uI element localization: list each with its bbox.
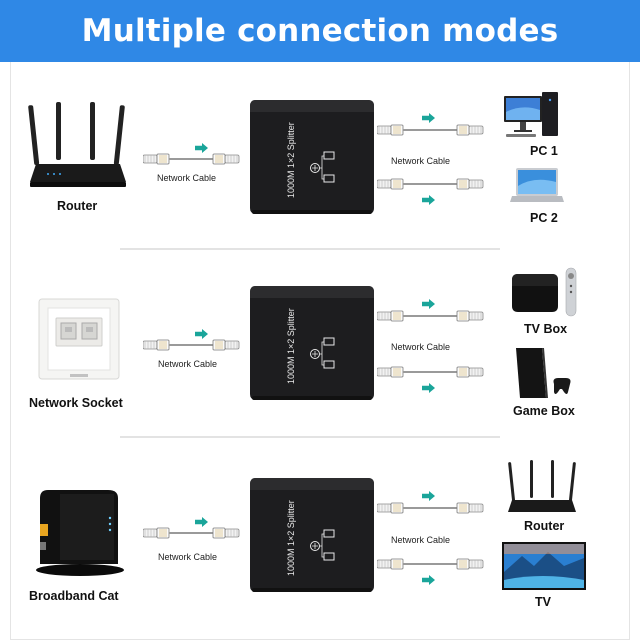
output-cable-1	[377, 113, 484, 136]
output-cable-label: Network Cable	[391, 535, 451, 545]
output-cable-1	[377, 491, 484, 514]
title-banner: Multiple connection modes	[0, 0, 640, 62]
output-label-2: Game Box	[513, 404, 575, 418]
router-image	[508, 460, 576, 512]
splitter-device: 1000M 1×2 Splitter	[250, 100, 374, 214]
page-title: Multiple connection modes	[81, 13, 559, 49]
input-cable	[143, 329, 240, 351]
broadband-modem-image	[36, 490, 124, 576]
network-socket-image	[38, 298, 120, 380]
output-cable-1	[377, 299, 484, 322]
pc-desktop-image	[504, 92, 558, 137]
input-cable	[143, 517, 240, 539]
output-label-1: TV Box	[524, 322, 568, 336]
output-label-1: Router	[524, 519, 565, 533]
input-cable	[143, 143, 240, 165]
section-divider	[120, 436, 500, 438]
input-cable-label: Network Cable	[157, 173, 217, 183]
source-label: Network Socket	[29, 396, 123, 410]
source-label: Router	[57, 199, 98, 213]
connection-row-broadband: Broadband Cat Network Cable 1000M 1×2 Sp…	[0, 438, 640, 628]
output-cable-label: Network Cable	[391, 156, 451, 166]
connection-row-router: Router Network Cable 1000M 1×2 Splitter …	[0, 62, 640, 252]
splitter-device: 1000M 1×2 Splitter	[250, 478, 374, 592]
output-label-2: PC 2	[530, 211, 558, 225]
game-console-image	[516, 348, 571, 398]
router-image	[28, 102, 126, 187]
input-cable-label: Network Cable	[158, 552, 218, 562]
tv-image	[502, 542, 586, 590]
output-cable-label: Network Cable	[391, 342, 451, 352]
connection-row-socket: Network Socket Network Cable 1000M 1×2 S…	[0, 250, 640, 440]
splitter-label: 1000M 1×2 Splitter	[286, 122, 296, 198]
output-label-1: PC 1	[530, 144, 558, 158]
input-cable-label: Network Cable	[158, 359, 218, 369]
splitter-label: 1000M 1×2 Splitter	[286, 308, 296, 384]
splitter-device: 1000M 1×2 Splitter	[250, 286, 374, 400]
splitter-label: 1000M 1×2 Splitter	[286, 500, 296, 576]
section-divider	[120, 248, 500, 250]
output-cable-2	[377, 366, 484, 393]
tv-box-image	[512, 267, 577, 317]
laptop-image	[510, 168, 564, 202]
source-label: Broadband Cat	[29, 589, 119, 603]
output-cable-2	[377, 558, 484, 585]
output-cable-2	[377, 178, 484, 205]
output-label-2: TV	[535, 595, 551, 609]
